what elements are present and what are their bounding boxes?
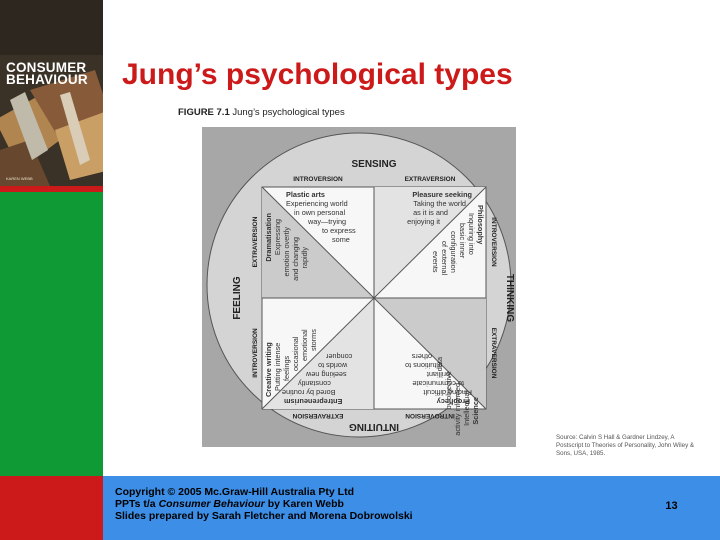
segment-line: and changing <box>291 237 300 281</box>
segment-line: basic inner <box>458 223 467 259</box>
segment-title: Plastic arts <box>286 190 325 199</box>
segment-line: Intellectual <box>462 391 471 426</box>
segment-line: of external <box>440 241 449 275</box>
footer-slides-credit: Slides prepared by Sarah Fletcher and Mo… <box>115 510 413 522</box>
segment-title: Creative writing <box>264 342 273 397</box>
segment-line: seeking new <box>305 370 346 379</box>
cover-title-line2: BEHAVIOUR <box>6 72 88 87</box>
axis-label-thinking: THINKING <box>504 274 515 323</box>
segment-line: configuration <box>449 231 458 273</box>
segment-prophecy: Prophecy Finding difficult to communicat… <box>405 352 472 406</box>
cover-title-line1: CONSUMER <box>6 60 87 75</box>
footer-book-title: Consumer Behaviour <box>158 498 265 510</box>
segment-line: Taking the world <box>413 199 466 208</box>
segment-line: Experiencing world <box>286 199 348 208</box>
segment-science: Science Intellectual activity informed b… <box>435 356 480 436</box>
axis-label-sensing: SENSING <box>351 159 396 170</box>
segment-line: way—trying <box>307 217 346 226</box>
cover-title: CONSUMER BEHAVIOUR <box>6 60 88 87</box>
figure-source-note: Source: Calvin S Hall & Gardner Lindzey,… <box>556 434 695 457</box>
segment-pleasure-seeking: Pleasure seeking Taking the world as it … <box>407 190 472 226</box>
figure-caption-text: Jung’s psychological types <box>232 107 345 118</box>
jung-diagram-svg: SENSING INTUITING FEELING THINKING INTRO… <box>206 132 515 438</box>
sub-axis-top-left: INTROVERSION <box>293 176 343 183</box>
segment-line: occasional <box>291 336 300 371</box>
footer-ppt-credit: PPTs t/a Consumer Behaviour by Karen Web… <box>115 498 413 510</box>
left-accent-bar-green <box>0 192 103 476</box>
segment-line: events <box>431 251 440 273</box>
segment-line: as it is and <box>413 208 448 217</box>
footer-text: Copyright © 2005 Mc.Graw-Hill Australia … <box>115 486 413 522</box>
axis-label-feeling: FEELING <box>232 276 243 320</box>
footer-ppt-prefix: PPTs t/a <box>115 498 159 510</box>
segment-dramatisation: Dramatisation Expressing emotion overtly… <box>264 213 309 281</box>
segment-title: Philosophy <box>476 205 485 245</box>
segment-line: Putting intense <box>273 343 282 391</box>
segment-line: constantly <box>298 379 331 388</box>
segment-line: in own personal <box>294 208 345 217</box>
segment-creative-writing: Creative writing Putting intense feeling… <box>264 329 318 397</box>
segment-line: worlds to <box>318 361 348 370</box>
segment-title: Entrepreneurism <box>284 397 343 406</box>
segment-title: Pleasure seeking <box>412 190 472 199</box>
segment-line: Finding difficult <box>423 388 472 397</box>
book-cover-image: CONSUMER BEHAVIOUR KAREN WEBB <box>0 0 103 186</box>
sub-axis-right-bottom: EXTRAVERSION <box>490 328 497 379</box>
segment-line: emotional <box>300 329 309 361</box>
segment-line: rapidly <box>300 247 309 269</box>
segment-line: brilliant <box>427 370 450 379</box>
segment-line: storms <box>309 329 318 351</box>
segment-line: emotion overtly <box>282 227 291 277</box>
segment-line: by objective <box>444 371 453 410</box>
page-number: 13 <box>665 500 678 512</box>
sub-axis-bottom-left: EXTRAVERSION <box>292 412 343 419</box>
segment-entrepreneurism: Entrepreneurism Bored by routine constan… <box>282 352 352 406</box>
segment-philosophy: Philosophy Inquiring into basic inner co… <box>431 205 485 275</box>
figure-caption-label: FIGURE 7.1 <box>178 107 230 118</box>
segment-line: to express <box>322 226 356 235</box>
jung-diagram: SENSING INTUITING FEELING THINKING INTRO… <box>202 127 516 447</box>
segment-line: others <box>411 352 432 361</box>
axis-label-intuiting: INTUITING <box>349 421 399 432</box>
sub-axis-left-bottom: INTROVERSION <box>252 328 259 378</box>
cover-artwork <box>0 0 103 186</box>
footer-ppt-suffix: by Karen Webb <box>264 498 344 510</box>
segment-line: data <box>435 356 444 371</box>
slide-footer: Copyright © 2005 Mc.Graw-Hill Australia … <box>103 476 623 540</box>
segment-line: to communicate <box>412 379 464 388</box>
segment-line: Expressing <box>273 219 282 255</box>
segment-line: intuitions to <box>405 361 442 370</box>
segment-title: Prophecy <box>436 397 470 406</box>
footer-copyright: Copyright © 2005 Mc.Graw-Hill Australia … <box>115 486 354 498</box>
figure-caption: FIGURE 7.1 Jung’s psychological types <box>178 107 345 118</box>
segment-line: Inquiring into <box>467 213 476 255</box>
left-accent-bar-red-bottom <box>0 476 103 540</box>
segment-title: Science <box>471 397 480 425</box>
sub-axis-left-top: EXTRAVERSION <box>252 216 259 267</box>
slide-title: Jung’s psychological types <box>122 58 513 91</box>
sub-axis-right-top: INTROVERSION <box>490 217 497 267</box>
page-number-box: 13 <box>623 476 720 540</box>
segment-line: activity informed <box>453 383 462 436</box>
cover-author: KAREN WEBB <box>6 176 33 181</box>
segment-line: some <box>332 235 350 244</box>
segment-line: enjoying it <box>407 217 440 226</box>
segment-plastic-arts: Plastic arts Experiencing world in own p… <box>286 190 356 244</box>
sub-axis-top-right: EXTRAVERSION <box>405 176 456 183</box>
segment-line: feelings <box>282 355 291 381</box>
sub-axis-bottom-right: INTROVERSION <box>405 412 455 419</box>
segment-line: Bored by routine <box>282 388 336 397</box>
segment-line: conquer <box>325 352 352 361</box>
segment-title: Dramatisation <box>264 213 273 262</box>
